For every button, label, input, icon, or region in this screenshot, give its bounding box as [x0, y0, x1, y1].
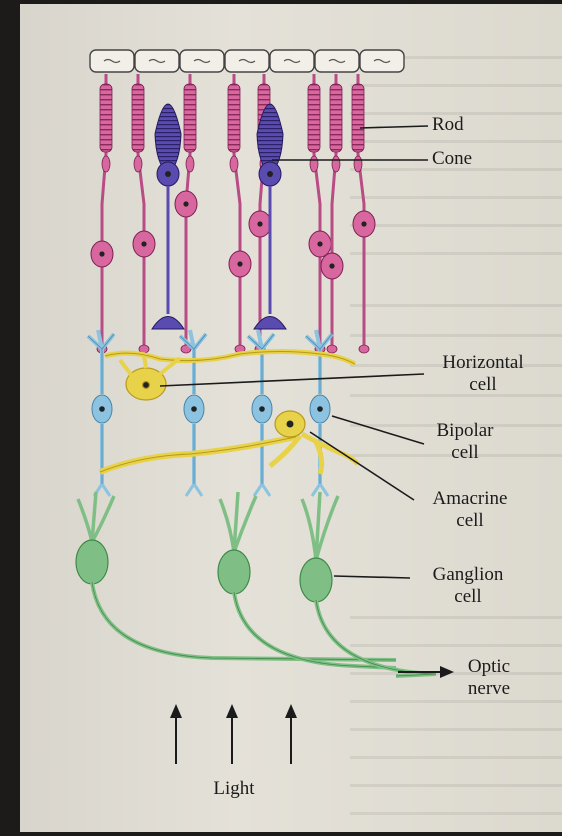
- retina-diagram: [20, 4, 562, 832]
- bipolar-nucleus: [317, 406, 323, 412]
- rod-outer-segment: [330, 84, 342, 152]
- ganglion-cells: [76, 492, 436, 676]
- rod-nucleus: [361, 221, 366, 226]
- rod-outer-segment: [308, 84, 320, 152]
- rod-inner-segment: [134, 156, 142, 172]
- pigment-epithelium: [90, 50, 404, 72]
- bipolar-nucleus: [99, 406, 105, 412]
- bipolar-nucleus: [259, 406, 265, 412]
- bipolar-nucleus: [191, 406, 197, 412]
- cone-nucleus: [267, 171, 273, 177]
- ganglion-dendrites: [78, 492, 114, 542]
- rod-nucleus: [141, 241, 146, 246]
- rod-inner-segment: [102, 156, 110, 172]
- rod-terminal: [359, 345, 369, 353]
- cone-pedicle: [152, 317, 184, 330]
- label-rod: Rod: [432, 114, 464, 136]
- label-optic-nerve: Optic nerve: [454, 656, 524, 700]
- horizontal-cell: [105, 352, 355, 401]
- ganglion-dendrites: [302, 492, 338, 560]
- textbook-page: Rod Cone Horizontal cell Bipolar cell Am…: [20, 4, 562, 832]
- rod-inner-segment: [230, 156, 238, 172]
- rod-nucleus: [317, 241, 322, 246]
- rod-inner-segment: [310, 156, 318, 172]
- label-cone: Cone: [432, 148, 472, 170]
- rod-outer-segment: [228, 84, 240, 152]
- label-light: Light: [204, 778, 264, 800]
- label-ganglion-cell: Ganglion cell: [416, 564, 520, 608]
- label-horizontal-cell: Horizontal cell: [428, 352, 538, 396]
- rod-inner-segment: [354, 156, 362, 172]
- label-amacrine-cell: Amacrine cell: [418, 488, 522, 532]
- ganglion-dendrites: [220, 492, 256, 552]
- ganglion-cell-body: [76, 540, 108, 584]
- rod-inner-segment: [186, 156, 194, 172]
- rod-outer-segment: [184, 84, 196, 152]
- ganglion-cell-body: [300, 558, 332, 602]
- rod-outer-segment: [132, 84, 144, 152]
- rod-nucleus: [329, 263, 334, 268]
- rod-nucleus: [99, 251, 104, 256]
- ganglion-cell-body: [218, 550, 250, 594]
- bipolar-terminal: [254, 484, 270, 496]
- rod-outer-segment: [352, 84, 364, 152]
- bipolar-terminal: [186, 484, 202, 496]
- cone-nucleus: [165, 171, 171, 177]
- rod-terminal: [327, 345, 337, 353]
- rod-nucleus: [257, 221, 262, 226]
- rod-outer-segment: [100, 84, 112, 152]
- rod-inner-segment: [332, 156, 340, 172]
- rod-nucleus: [183, 201, 188, 206]
- light-arrows: [170, 704, 297, 764]
- rod-nucleus: [237, 261, 242, 266]
- label-bipolar-cell: Bipolar cell: [420, 420, 510, 464]
- rod-cells: [91, 74, 375, 353]
